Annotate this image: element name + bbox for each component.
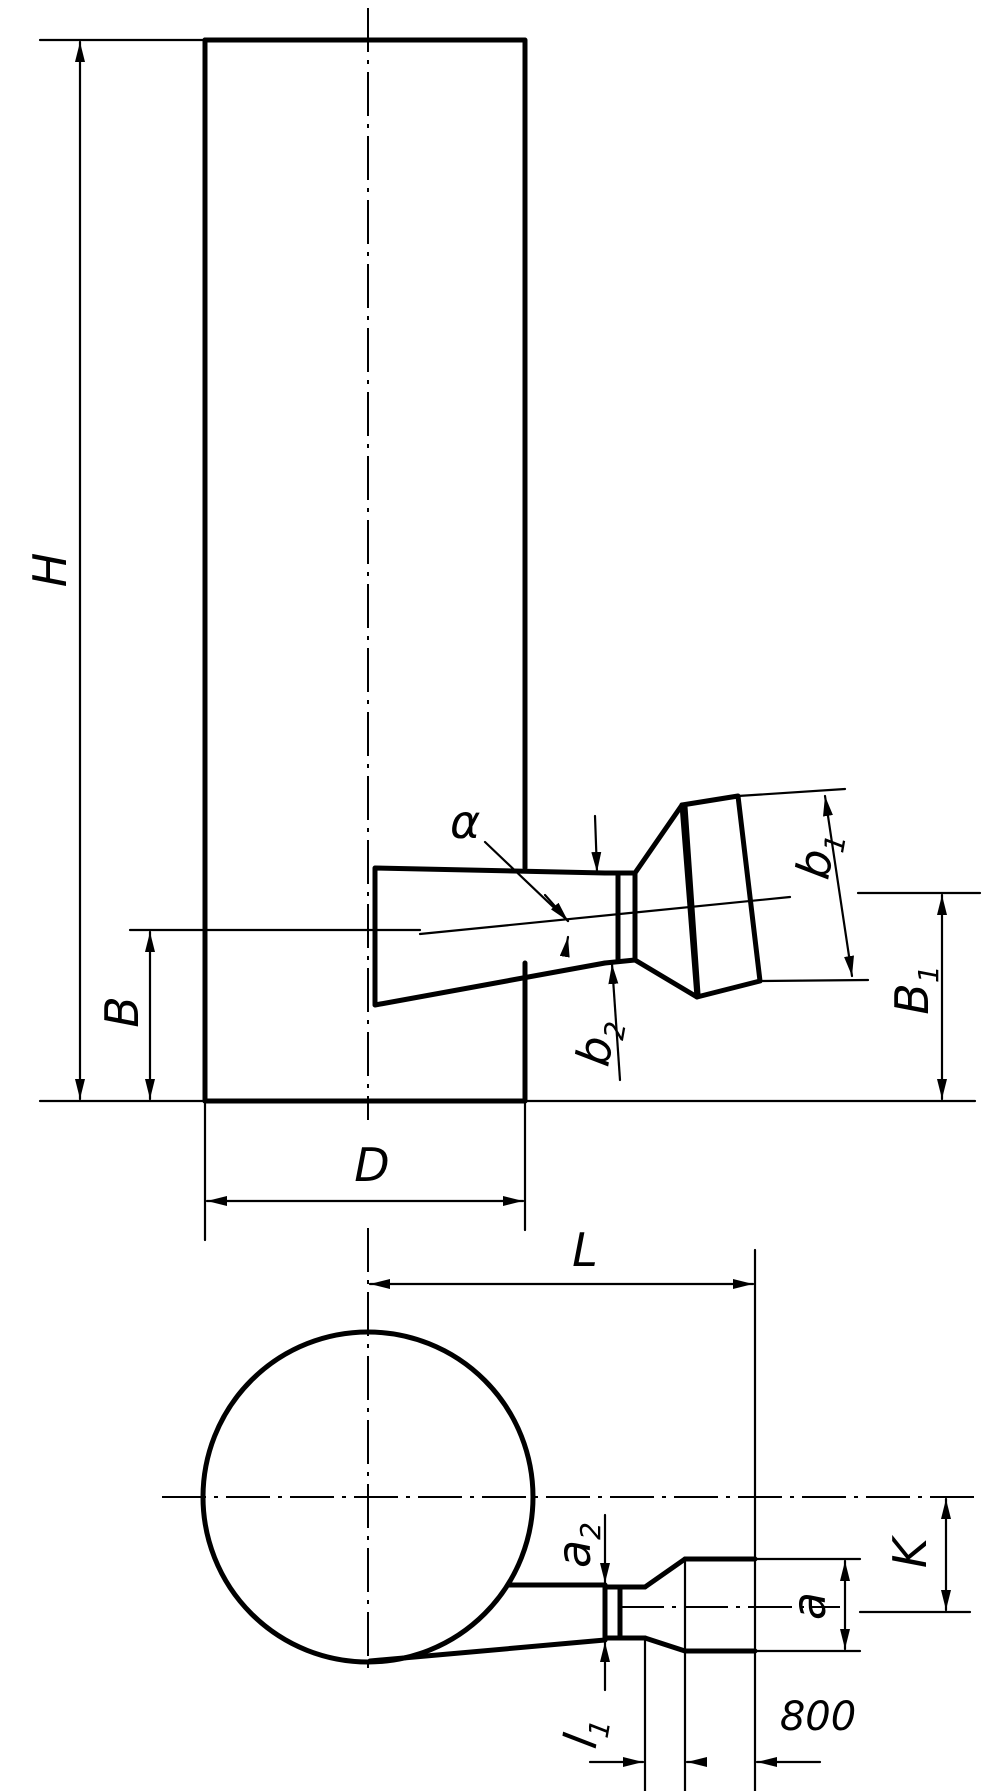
- l1-sub: 1: [582, 1717, 618, 1740]
- tower-body: [202, 37, 528, 1104]
- duct-axis: [418, 895, 792, 936]
- H-label: H: [23, 553, 77, 588]
- B1-sub: 1: [912, 965, 945, 983]
- plan-duct-inlet: [367, 1582, 608, 1664]
- l1-label: l1: [553, 1712, 617, 1753]
- plan-duct-transition: [642, 1556, 688, 1654]
- duct-large-inner-line: [682, 803, 701, 997]
- b2-upper-arrow: [591, 814, 602, 874]
- a2-sub: 2: [574, 1522, 607, 1540]
- duct-inlet: [372, 865, 608, 1008]
- plan-duct-large: [682, 1556, 758, 1654]
- duct-flange: [602, 870, 638, 966]
- a-label: a: [782, 1592, 836, 1620]
- b2-sub: 2: [597, 1019, 633, 1042]
- alpha-arrow-lower: [559, 935, 570, 958]
- dim-800-label: 800: [780, 1694, 856, 1740]
- L-label: L: [572, 1223, 598, 1277]
- B1-letter: B: [885, 983, 939, 1015]
- D-label: D: [354, 1138, 389, 1192]
- b2-lower-arrow: [608, 962, 622, 1082]
- plan-duct-flange: [602, 1582, 648, 1643]
- b1-label: b1: [786, 827, 853, 884]
- a2-letter: a: [547, 1540, 601, 1568]
- plan-view: L K a a2 l1 800: [162, 1223, 975, 1791]
- alpha-label: α: [450, 795, 480, 849]
- b1-extension-top: [736, 787, 847, 798]
- B1-label: B1: [885, 965, 945, 1014]
- B-label: B: [95, 996, 149, 1028]
- a2-label: a2: [547, 1522, 607, 1568]
- b1-dimension-line: [823, 794, 854, 978]
- alpha-arrow-upper: [543, 893, 570, 923]
- b2-label: b2: [566, 1014, 633, 1071]
- duct-transition: [632, 802, 700, 1000]
- K-label: K: [883, 1534, 937, 1568]
- b1-extension-bottom: [758, 978, 870, 983]
- elevation-view: H B D α b2 b1 B1: [23, 8, 982, 1242]
- b1-sub: 1: [817, 832, 853, 855]
